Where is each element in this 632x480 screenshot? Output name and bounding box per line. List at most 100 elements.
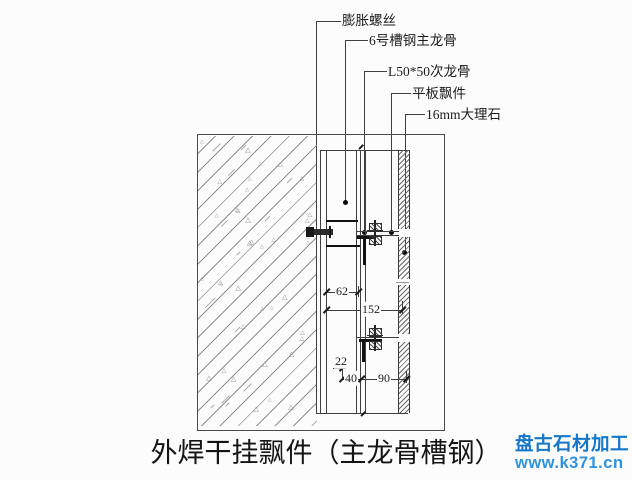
brand-name: 盘古石材加工 [515,433,630,454]
leader-dot [362,230,367,235]
hatch-dash [236,251,241,256]
hatch-triangle: △ [258,161,263,168]
leader-line [391,93,411,94]
hatch-triangle: △ [299,335,305,343]
dim-line-40-90 [342,379,406,380]
callout-label: 平板飘件 [412,86,466,101]
hatch-triangle: △ [253,405,259,414]
hatch-triangle: △ [235,206,241,214]
angle-keel-line-right [365,150,366,414]
callout-label: L50*50次龙骨 [388,64,471,79]
dim-value-22: 22 [334,353,348,369]
hatch-triangle: △ [262,360,268,369]
wall-face-line-inner [320,150,321,414]
hatch-triangle: △ [306,240,310,247]
hatch-triangle: △ [217,178,223,186]
leader-line [405,114,425,115]
leader-line [345,40,346,201]
hatch-dash [210,404,215,409]
leader-line [364,71,365,231]
hatch-triangle: △ [206,374,212,383]
hatch-triangle: △ [219,281,224,288]
bolt-washer-line [367,335,383,336]
callout-label: 膨胀螺丝 [342,13,396,28]
bolt-washer-line [367,230,383,231]
hatch-triangle: △ [267,397,272,404]
callout-label: 16mm大理石 [426,107,502,122]
bolt-nut-lower [369,341,382,350]
channel-stub-bottom-flange [326,245,360,247]
angle-bracket-horizontal [357,236,374,239]
hatch-triangle: △ [260,243,264,250]
hatch-dash [212,143,221,152]
main-keel-line-left [326,150,327,414]
leader-dot [389,230,394,235]
hatch-dash [204,301,212,309]
hatch-dash [286,178,293,184]
main-keel-line-right [356,150,357,414]
hatch-triangle: △ [245,215,251,224]
expansion-bolt-washer [329,226,331,238]
marble-joint-line [396,282,409,283]
concrete-wall-hatch: △△△△△△△△△△△△△△△△△△△△△△△△△△△△△△△△△△△△△△ [198,136,317,426]
hatch-triangle: △ [282,293,288,302]
drawing-border [197,134,445,431]
hatch-triangle: △ [234,205,240,213]
angle-bracket-vertical [363,236,366,265]
angle-bracket-horizontal [359,339,382,342]
dim-value-40: 40 [344,370,358,386]
hatch-triangle: △ [248,237,255,246]
hatch-triangle: △ [271,235,276,243]
expansion-bolt-shaft [314,229,333,235]
hatch-triangle: △ [299,174,305,182]
hatch-triangle: △ [245,146,251,155]
hatch-dash [264,215,271,222]
leader-line [364,71,387,72]
leader-line [345,40,368,41]
hatch-triangle: △ [217,278,223,286]
bolt-nut-upper [369,328,382,337]
dim-value-90: 90 [377,370,391,386]
dim-value-152: 152 [361,301,381,317]
hatch-dash [225,402,231,407]
marble-joint [396,334,411,342]
channel-stub-top-flange [326,220,358,222]
leader-line [316,21,341,22]
hatch-triangle: △ [278,160,283,168]
dim-value-62: 62 [335,283,349,299]
hatch-triangle: △ [240,323,245,331]
hatch-triangle: △ [214,212,219,219]
hatch-triangle: △ [288,350,295,359]
wall-face-line [316,150,317,414]
hatch-triangle: △ [200,139,204,145]
hatch-triangle: △ [288,402,294,411]
flat-plate-line-bottom [356,235,399,236]
marble-joint [396,229,411,237]
expansion-bolt-head [306,227,314,237]
hatch-triangle: △ [230,374,237,383]
hatch-triangle: △ [247,175,252,182]
bolt-nut-upper [369,223,382,232]
hatch-triangle: △ [260,305,265,312]
callout-label: 6号槽钢主龙骨 [369,33,457,48]
angle-bracket-vertical [362,339,365,362]
bolt-shaft [374,220,376,246]
brand-url: www.k371.cn [515,454,624,472]
hatch-triangle: △ [200,276,204,282]
hatch-triangle: △ [245,187,249,194]
hatch-triangle: △ [304,216,310,224]
hatch-dash [221,219,229,227]
leader-line [316,21,317,230]
angle-keel-line-left [360,150,361,414]
hatch-triangle: △ [221,367,227,375]
leader-dot [343,200,348,205]
brand-watermark: 盘古石材加工 www.k371.cn [515,433,630,473]
leader-line [391,93,392,231]
hatch-triangle: △ [246,238,253,247]
hatch-triangle: △ [307,210,313,218]
dim-line-22 [342,368,343,379]
drawing-title: 外焊干挂飘件（主龙骨槽钢） [150,438,502,468]
bolt-shaft [374,325,376,351]
hatch-triangle: △ [300,328,305,336]
